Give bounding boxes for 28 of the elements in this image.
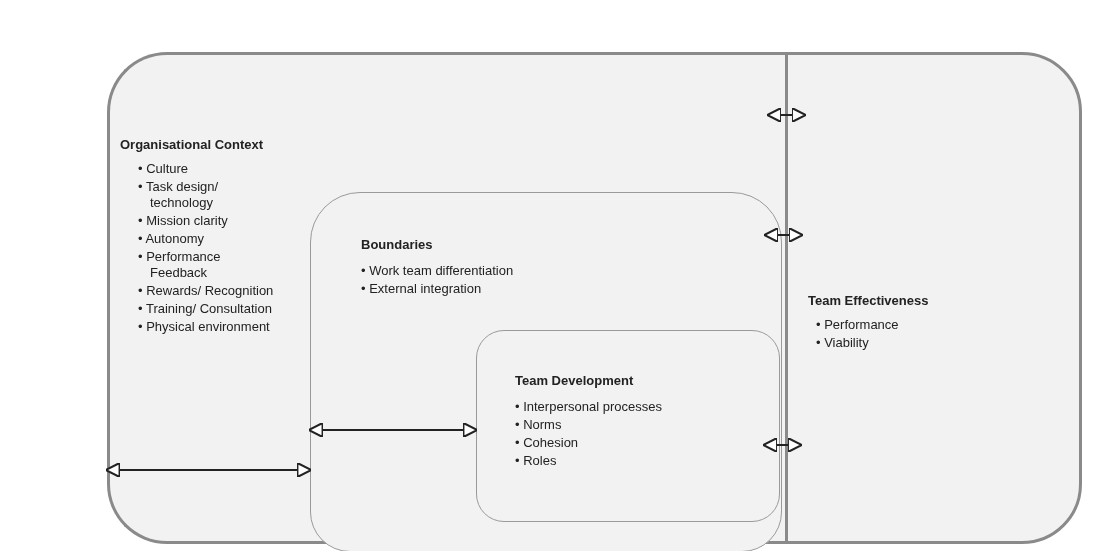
list-item: • Autonomy bbox=[138, 231, 205, 247]
list-item: • Rewards/ Recognition bbox=[138, 283, 275, 299]
effectiveness-panel bbox=[785, 52, 1082, 544]
double-arrow bbox=[104, 461, 313, 479]
heading: Boundaries bbox=[361, 237, 433, 252]
heading: Team Development bbox=[515, 373, 634, 388]
list-item: • Roles bbox=[515, 453, 558, 469]
heading: Organisational Context bbox=[120, 137, 264, 152]
list-item: • Training/ Consultation bbox=[138, 301, 273, 317]
double-arrow bbox=[762, 436, 803, 454]
double-arrow bbox=[307, 421, 479, 439]
list-item: • Viability bbox=[816, 335, 870, 351]
boundaries-box bbox=[310, 192, 782, 551]
list-item: • Task design/ technology bbox=[138, 179, 220, 211]
list-item: • Interpersonal processes bbox=[515, 399, 663, 415]
heading: Team Effectiveness bbox=[808, 293, 929, 308]
double-arrow bbox=[766, 106, 807, 124]
list-item: • External integration bbox=[361, 281, 483, 297]
list-item: • Performance Feedback bbox=[138, 249, 222, 281]
list-item: • Performance bbox=[816, 317, 900, 333]
list-item: • Work team differentiation bbox=[361, 263, 515, 279]
list-item: • Physical environment bbox=[138, 319, 271, 335]
list-item: • Culture bbox=[138, 161, 190, 177]
development-box bbox=[476, 330, 780, 522]
list-item: • Norms bbox=[515, 417, 563, 433]
list-item: • Mission clarity bbox=[138, 213, 229, 229]
double-arrow bbox=[763, 226, 804, 244]
list-item: • Cohesion bbox=[515, 435, 580, 451]
